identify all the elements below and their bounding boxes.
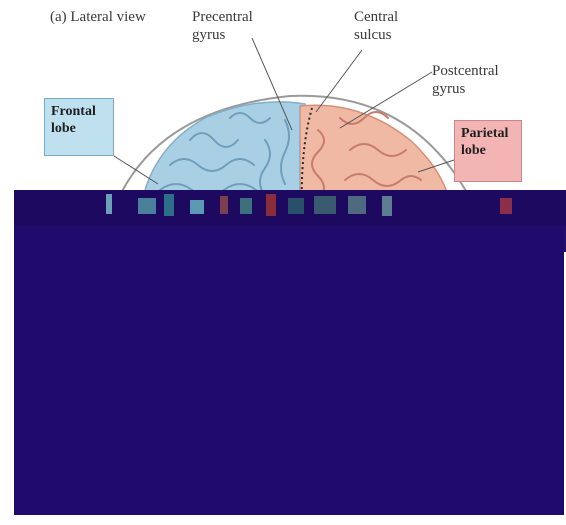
central-sulcus-label: Central sulcus — [354, 8, 414, 44]
postcentral-leader — [340, 72, 432, 128]
precentral-gyrus-label: Precentral gyrus — [192, 8, 262, 44]
frontal-lobe-label: Frontal lobe — [44, 98, 114, 156]
parietal-lobe-text: Parietal lobe — [461, 125, 515, 159]
frontal-leader — [114, 156, 158, 184]
corrupted-region — [14, 226, 564, 515]
frontal-lobe-text: Frontal lobe — [51, 103, 107, 137]
parietal-lobe-label: Parietal lobe — [454, 120, 522, 182]
panel-label: (a) Lateral view — [50, 8, 146, 26]
postcentral-gyrus-label: Postcentral gyrus — [432, 62, 512, 98]
